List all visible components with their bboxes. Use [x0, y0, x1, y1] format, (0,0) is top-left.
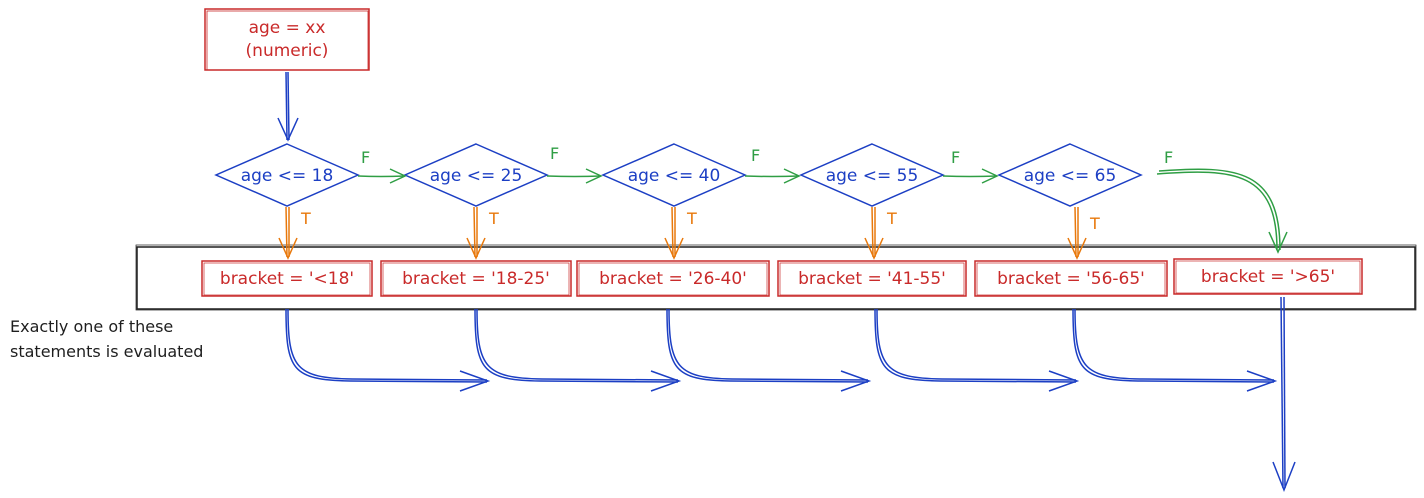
bracket-6: bracket = '>65'	[1173, 258, 1363, 295]
decision-2-diamond	[403, 143, 549, 207]
false-edge-2	[546, 168, 603, 184]
false-edges	[357, 168, 1288, 254]
decision-4: age <= 55	[799, 143, 945, 207]
start-box-sketch	[206, 10, 369, 71]
false-label-5: F	[1164, 148, 1173, 167]
note: Exactly one of these statements is evalu…	[10, 317, 203, 361]
decision-1: age <= 18	[214, 143, 360, 207]
true-label-3: T	[686, 209, 697, 228]
true-edge-3	[664, 206, 684, 260]
false-label-3: F	[751, 146, 760, 165]
note-line-2: statements is evaluated	[10, 342, 203, 361]
exit-flow-2	[474, 308, 682, 392]
exit-flow-3	[666, 308, 872, 392]
decision-1-label: age <= 18	[241, 166, 334, 186]
false-edge-1	[357, 168, 407, 184]
bracket-3-label: bracket = '26-40'	[599, 269, 747, 289]
true-edge-5	[1067, 206, 1087, 260]
bracket-6-label: bracket = '>65'	[1201, 267, 1335, 287]
exit-flow-1	[285, 308, 491, 392]
bracket-2-label: bracket = '18-25'	[402, 269, 550, 289]
bracket-4-label: bracket = '41-55'	[798, 269, 946, 289]
start-line-1: age = xx	[249, 18, 326, 38]
true-label-2: T	[488, 209, 499, 228]
decision-5-label: age <= 65	[1024, 166, 1117, 186]
exit-flows	[285, 296, 1296, 493]
exit-flow-6	[1272, 296, 1296, 493]
exit-flow-4	[874, 308, 1080, 392]
true-edge-1	[278, 206, 298, 260]
exit-flow-5	[1072, 308, 1278, 392]
false-label-1: F	[361, 148, 370, 167]
decision-5: age <= 65	[997, 143, 1143, 207]
true-label-5: T	[1089, 214, 1100, 233]
false-edge-5	[1156, 168, 1288, 254]
decision-1-diamond	[214, 143, 360, 207]
bracket-3: bracket = '26-40'	[576, 260, 770, 297]
false-edge-4	[942, 168, 999, 184]
bracket-container	[135, 244, 1417, 311]
bracket-5: bracket = '56-65'	[974, 260, 1168, 297]
false-label-4: F	[951, 148, 960, 167]
false-edge-3	[744, 168, 801, 184]
decision-2: age <= 25	[403, 143, 549, 207]
bracket-container-sketch	[135, 244, 1417, 311]
bracket-container-box	[136, 246, 1416, 310]
false-label-2: F	[550, 144, 559, 163]
decision-2-label: age <= 25	[430, 166, 523, 186]
decision-5-diamond	[997, 143, 1143, 207]
true-edge-2	[466, 206, 486, 260]
decision-4-diamond	[799, 143, 945, 207]
bracket-1-label: bracket = '<18'	[220, 269, 354, 289]
decision-3: age <= 40	[601, 143, 747, 207]
bracket-2: bracket = '18-25'	[380, 260, 572, 297]
decision-4-label: age <= 55	[826, 166, 919, 186]
true-edges	[278, 206, 1087, 260]
start-node: age = xx (numeric)	[204, 8, 370, 71]
start-line-2: (numeric)	[246, 41, 329, 61]
true-label-4: T	[886, 209, 897, 228]
bracket-5-label: bracket = '56-65'	[997, 269, 1145, 289]
decision-3-diamond	[601, 143, 747, 207]
note-line-1: Exactly one of these	[10, 317, 173, 336]
true-edge-4	[864, 206, 884, 260]
true-label-1: T	[300, 209, 311, 228]
bracket-4: bracket = '41-55'	[777, 260, 967, 297]
start-arrow	[277, 71, 299, 142]
decision-3-label: age <= 40	[628, 166, 721, 186]
bracket-1: bracket = '<18'	[201, 260, 373, 297]
